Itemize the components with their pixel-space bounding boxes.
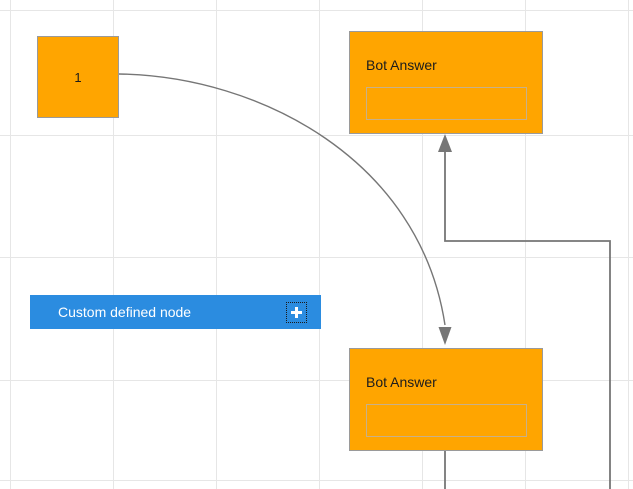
custom-defined-node-bar[interactable]: Custom defined node (30, 295, 321, 329)
node-bot-answer-bottom-slot[interactable] (366, 404, 527, 437)
edge-feedback-to-bot-answer-top[interactable] (438, 134, 611, 489)
node-bot-answer-bottom[interactable]: Bot Answer (349, 348, 543, 451)
arrowhead-down-icon (438, 327, 452, 345)
node-bot-answer-top-slot[interactable] (366, 87, 527, 120)
plus-icon[interactable] (286, 301, 307, 323)
node-square-1-label: 1 (74, 69, 82, 85)
node-bot-answer-top-title: Bot Answer (366, 57, 437, 73)
node-square-1[interactable]: 1 (37, 36, 119, 118)
arrowhead-up-icon (438, 134, 452, 152)
node-bot-answer-bottom-title: Bot Answer (366, 374, 437, 390)
custom-defined-node-label: Custom defined node (58, 304, 192, 320)
node-bot-answer-top[interactable]: Bot Answer (349, 31, 543, 134)
edge-node1-to-bot-answer-bottom[interactable] (118, 73, 452, 345)
